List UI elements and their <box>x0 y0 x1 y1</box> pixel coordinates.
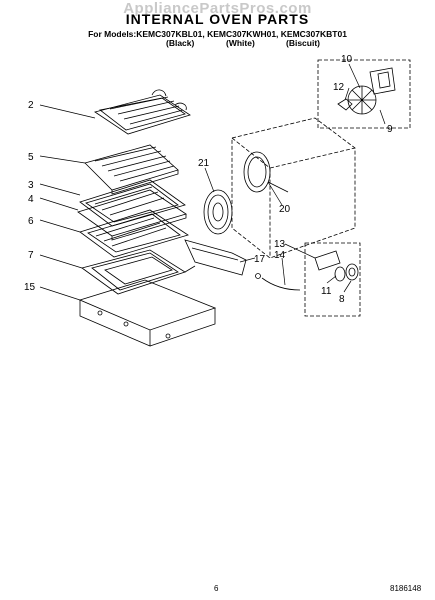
part-5-rack <box>84 144 179 195</box>
callout-7: 7 <box>28 250 34 261</box>
callout-5: 5 <box>28 152 34 163</box>
part-7-heater <box>81 249 196 295</box>
callout-21: 21 <box>198 158 210 169</box>
part-21-cover <box>203 189 233 235</box>
inset-box-fan <box>317 59 411 129</box>
callout-20: 20 <box>279 204 291 215</box>
color-biscuit: (Biscuit) <box>286 38 320 48</box>
color-white: (White) <box>226 38 255 48</box>
oven-cavity <box>231 117 356 259</box>
part-9-motor <box>369 67 396 95</box>
part-3-tray <box>79 179 186 227</box>
part-12-nut <box>337 98 353 111</box>
part-2-rack <box>94 89 191 135</box>
part-15-pan <box>78 279 217 347</box>
callout-13: 13 <box>274 239 286 250</box>
part-17-bracket <box>184 239 247 276</box>
callout-14: 14 <box>274 250 286 261</box>
part-20-element <box>243 151 289 193</box>
page-title: INTERNAL OVEN PARTS <box>125 11 310 27</box>
callout-11: 11 <box>321 286 332 297</box>
callout-2: 2 <box>28 100 34 111</box>
part-8-lens <box>345 263 359 281</box>
callout-9: 9 <box>387 124 393 135</box>
doc-number: 8186148 <box>390 584 422 593</box>
callout-12: 12 <box>333 82 345 93</box>
callout-6: 6 <box>28 216 34 227</box>
color-black: (Black) <box>166 38 195 48</box>
callout-4: 4 <box>28 194 34 205</box>
part-14-sensor <box>255 273 301 291</box>
callout-8: 8 <box>339 294 345 305</box>
page-number: 6 <box>214 584 219 593</box>
callout-17: 17 <box>254 254 266 265</box>
inset-box-lamp <box>304 242 361 317</box>
part-6-tray <box>79 209 189 258</box>
part-10-fan <box>347 85 377 115</box>
callout-3: 3 <box>28 180 34 191</box>
part-4-tray <box>77 189 187 241</box>
callout-10: 10 <box>341 54 353 65</box>
models-line: For Models:KEMC307KBL01, KEMC307KWH01, K… <box>88 29 347 39</box>
watermark: AppliancePartsPros.com <box>123 0 312 17</box>
part-11-bulb <box>334 266 346 282</box>
part-13-socket <box>314 250 341 271</box>
callout-15: 15 <box>24 282 36 293</box>
